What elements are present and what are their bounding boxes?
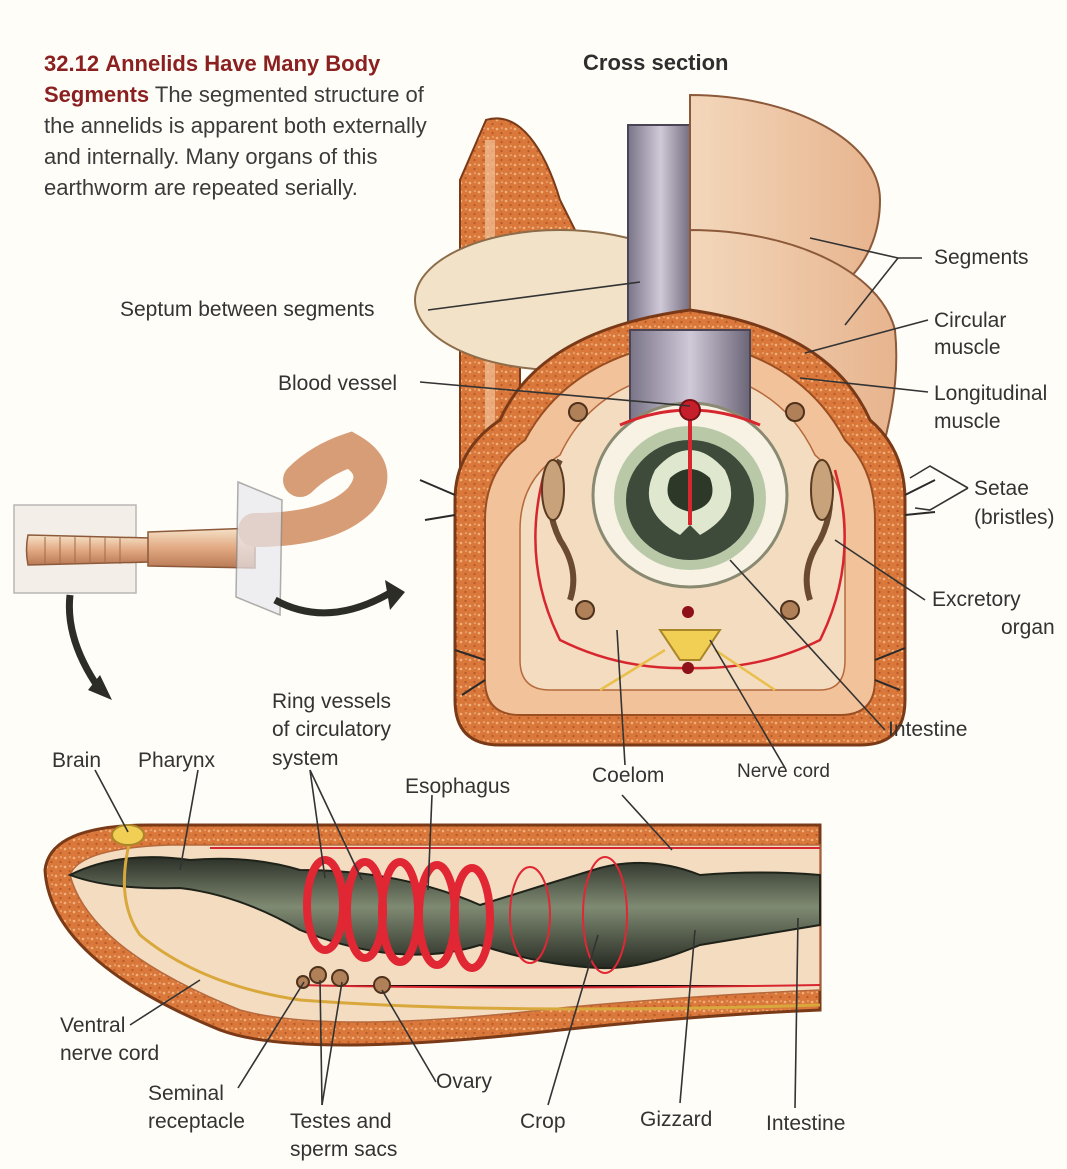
whole-earthworm: [14, 450, 405, 700]
label-ring-vessels-3: system: [272, 745, 339, 772]
label-blood-vessel: Blood vessel: [278, 370, 397, 397]
label-ventral-nerve-cord-1: Ventral: [60, 1012, 125, 1039]
label-esophagus: Esophagus: [405, 773, 510, 800]
label-seminal-receptacle-1: Seminal: [148, 1080, 224, 1107]
label-nerve-cord: Nerve cord: [737, 758, 830, 785]
label-ring-vessels-1: Ring vessels: [272, 688, 391, 715]
label-intestine-cross: Intestine: [888, 716, 967, 743]
label-brain: Brain: [52, 747, 101, 774]
label-pharynx: Pharynx: [138, 747, 215, 774]
label-excretory-organ-2: organ: [1001, 614, 1055, 641]
label-excretory-organ-1: Excretory: [932, 586, 1021, 613]
figure-number: 32.12: [44, 51, 99, 76]
label-ovary: Ovary: [436, 1068, 492, 1095]
label-circular-muscle-2: muscle: [934, 334, 1001, 361]
label-ventral-nerve-cord-2: nerve cord: [60, 1040, 159, 1067]
label-segments: Segments: [934, 244, 1029, 271]
label-setae-2: (bristles): [974, 504, 1055, 531]
label-setae-1: Setae: [974, 475, 1029, 502]
longitudinal-section-diagram: [45, 825, 820, 1045]
label-septum: Septum between segments: [120, 296, 374, 323]
figure-caption: 32.12 Annelids Have Many Body Segments T…: [44, 48, 444, 203]
cross-section-diagram: [415, 95, 935, 745]
label-circular-muscle-1: Circular: [934, 307, 1006, 334]
label-gizzard: Gizzard: [640, 1106, 712, 1133]
label-longitudinal-muscle-1: Longitudinal: [934, 380, 1047, 407]
cross-section-title: Cross section: [583, 50, 729, 76]
label-longitudinal-muscle-2: muscle: [934, 408, 1001, 435]
label-seminal-receptacle-2: receptacle: [148, 1108, 245, 1135]
label-testes-2: sperm sacs: [290, 1136, 397, 1163]
label-ring-vessels-2: of circulatory: [272, 716, 391, 743]
label-intestine-long: Intestine: [766, 1110, 845, 1137]
label-coelom: Coelom: [592, 762, 664, 789]
label-testes-1: Testes and: [290, 1108, 392, 1135]
label-crop: Crop: [520, 1108, 566, 1135]
